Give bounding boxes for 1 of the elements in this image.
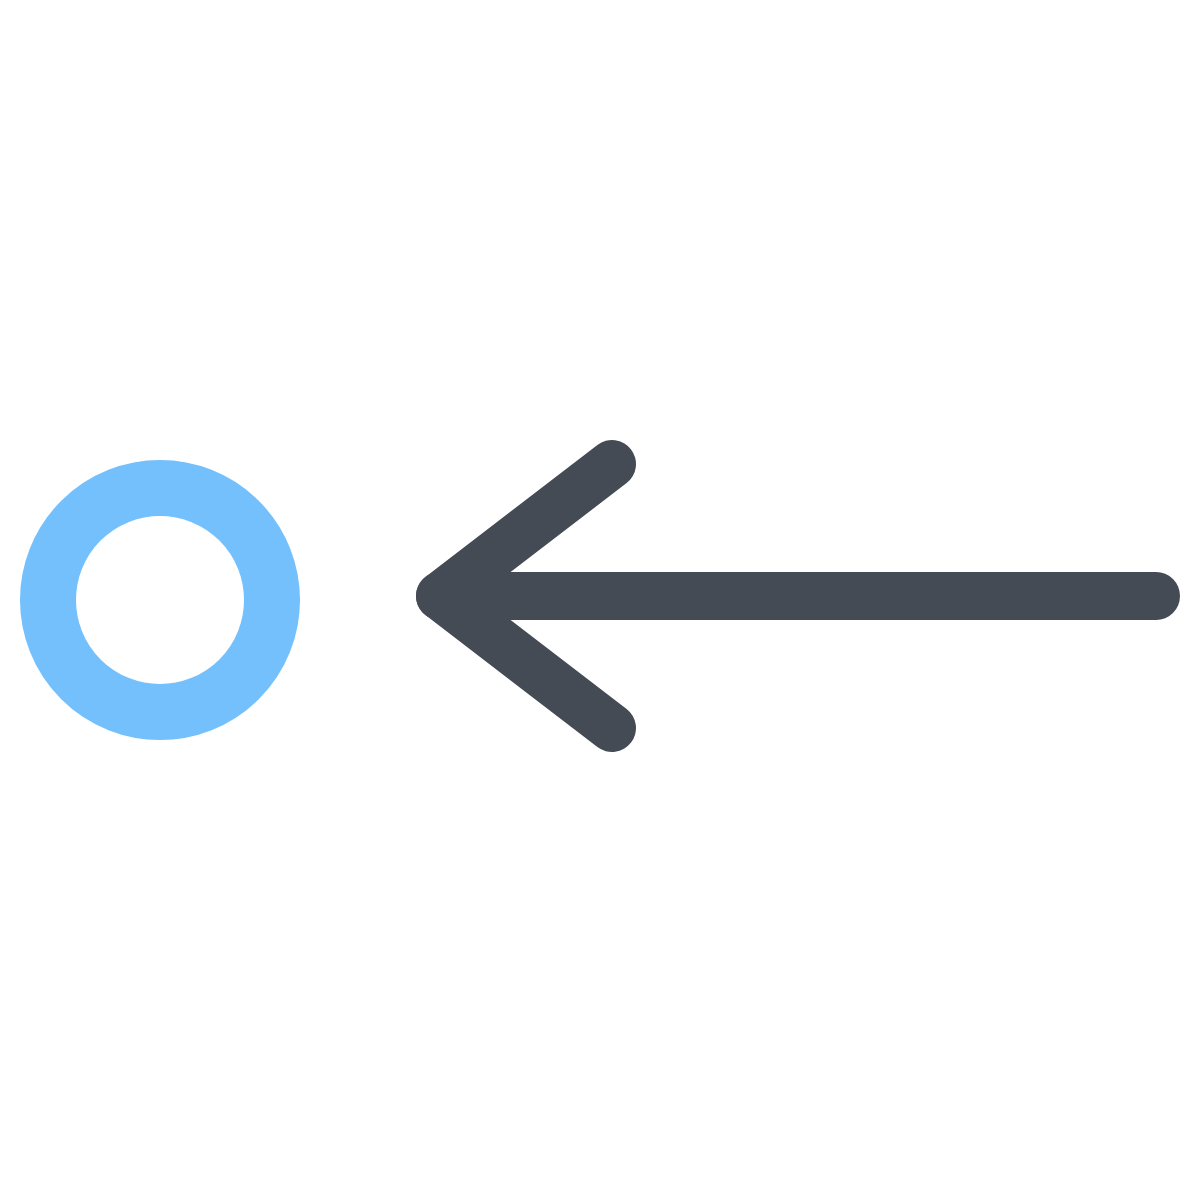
ring-shape bbox=[20, 460, 300, 740]
